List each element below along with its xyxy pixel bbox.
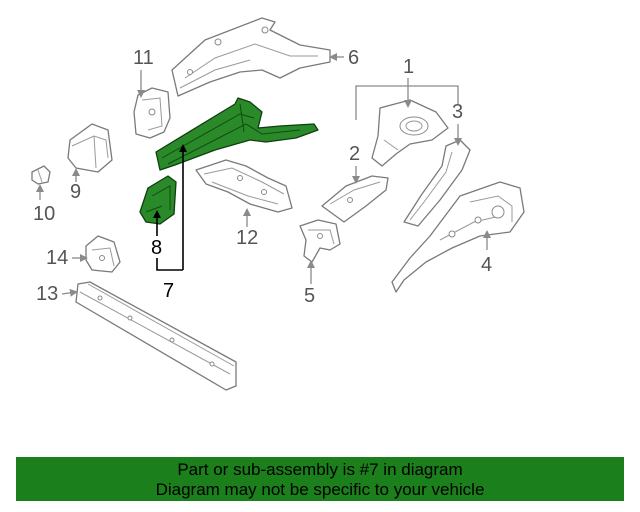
callout-11: 11 bbox=[133, 47, 154, 69]
part-7-front-side-member bbox=[155, 97, 319, 171]
part-13-reinforcement-bar bbox=[75, 281, 237, 391]
callout-2: 2 bbox=[349, 143, 361, 165]
callout-5: 5 bbox=[304, 285, 316, 307]
callout-7: 7 bbox=[163, 280, 175, 302]
callout-14: 14 bbox=[46, 247, 69, 269]
leader-13 bbox=[61, 288, 78, 297]
callout-4: 4 bbox=[481, 254, 493, 276]
leader-1-2-3 bbox=[352, 78, 462, 184]
footer-line-2: Diagram may not be specific to your vehi… bbox=[155, 480, 485, 499]
part-12-lower-member bbox=[195, 159, 293, 213]
footer-line-1: Part or sub-assembly is #7 in diagram bbox=[177, 460, 463, 479]
footer-banner: Part or sub-assembly is #7 in diagram Di… bbox=[16, 457, 624, 501]
part-11-bracket bbox=[133, 87, 171, 139]
callout-3: 3 bbox=[452, 101, 464, 123]
part-4-wheelhouse-apron bbox=[391, 181, 525, 293]
parts-diagram: 11 6 1 3 2 9 10 12 8 14 4 7 5 13 bbox=[31, 17, 525, 391]
part-10-bolt bbox=[31, 165, 51, 185]
callout-9: 9 bbox=[70, 181, 82, 203]
callout-12: 12 bbox=[236, 227, 259, 249]
callout-13: 13 bbox=[36, 283, 59, 305]
leader-7-8 bbox=[153, 144, 187, 271]
part-1-upper-panel bbox=[371, 99, 449, 167]
callout-8: 8 bbox=[151, 237, 163, 259]
part-2-member-piece bbox=[321, 175, 389, 223]
part-3-apron-strip bbox=[403, 139, 471, 227]
part-9-mount-box bbox=[67, 123, 113, 173]
callout-6: 6 bbox=[348, 47, 360, 69]
part-14-small-bracket bbox=[85, 235, 121, 273]
callout-10: 10 bbox=[33, 203, 56, 225]
part-5-bracket bbox=[299, 219, 341, 263]
part-8-bracket bbox=[139, 175, 177, 225]
part-6-upper-reinforcement bbox=[171, 17, 331, 97]
callout-1: 1 bbox=[403, 56, 415, 78]
diagram-drawing bbox=[31, 17, 525, 391]
